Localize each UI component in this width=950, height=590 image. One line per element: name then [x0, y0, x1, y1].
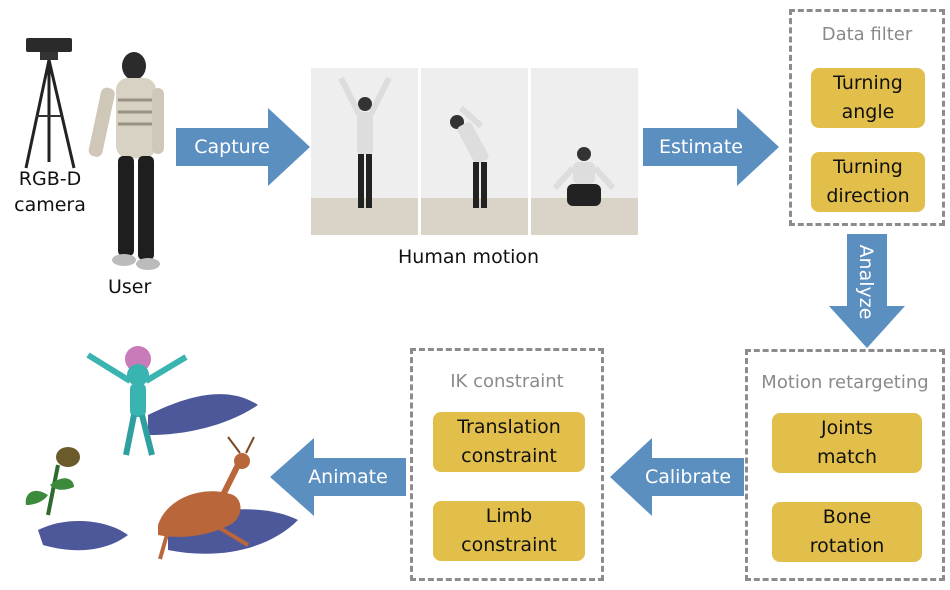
analyze-label: Analyze [855, 245, 877, 320]
turning-direction-box: Turning direction [811, 152, 925, 212]
turning-angle-box: Turning angle [811, 68, 925, 128]
joints-match-box: Joints match [772, 413, 922, 473]
animate-arrow: Animate [270, 438, 406, 516]
motion-retargeting-title: Motion retargeting [761, 372, 929, 393]
motion-photo-side-bend [421, 68, 528, 235]
camera-label: RGB-D camera [14, 168, 86, 216]
analyze-arrow: Analyze [829, 234, 905, 348]
user-figure [88, 52, 164, 270]
rgbd-camera-illustration [24, 38, 76, 169]
data-filter-box: Data filter Turning angle Turning direct… [789, 9, 945, 226]
ik-constraint-box: IK constraint Translation constraint Lim… [410, 348, 604, 581]
calibrate-label: Calibrate [645, 466, 731, 488]
motion-retargeting-box: Motion retargeting Joints match Bone rot… [745, 349, 945, 581]
capture-arrow: Capture [176, 108, 310, 186]
data-filter-title: Data filter [821, 24, 913, 45]
capture-label: Capture [194, 136, 270, 158]
user-label: User [108, 276, 152, 298]
limb-constraint-box: Limb constraint [433, 501, 585, 561]
estimate-label: Estimate [659, 136, 743, 158]
translation-constraint-box: Translation constraint [433, 412, 585, 472]
motion-photo-arms-up [311, 68, 418, 235]
estimate-arrow: Estimate [643, 108, 779, 186]
human-motion-label: Human motion [398, 246, 540, 268]
ik-constraint-title: IK constraint [450, 371, 564, 392]
animated-characters-illustration [25, 346, 298, 560]
bone-rotation-box: Bone rotation [772, 502, 922, 562]
motion-photo-squat [531, 68, 638, 235]
calibrate-arrow: Calibrate [610, 438, 744, 516]
animate-label: Animate [308, 466, 388, 488]
